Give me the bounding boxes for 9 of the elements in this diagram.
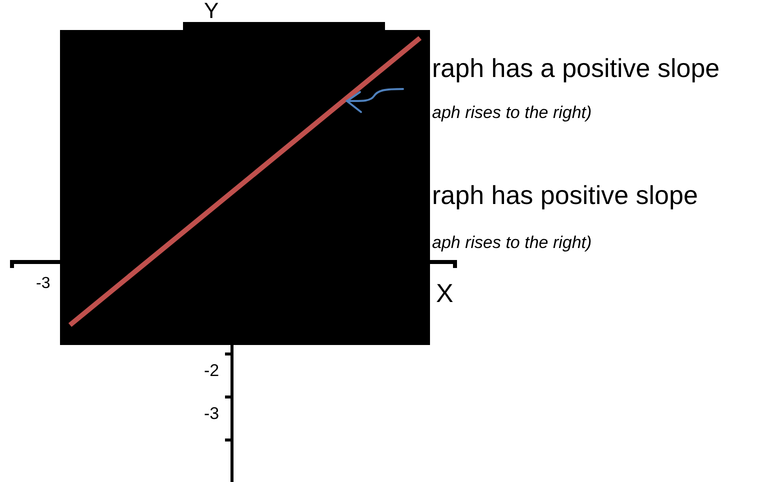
statement-text: raph has a positive slope: [432, 55, 720, 81]
axis-label: Y: [204, 0, 219, 22]
axis-label: -2: [204, 362, 220, 379]
axis-label: -3: [36, 276, 50, 292]
axis-label: -3: [204, 405, 220, 422]
statement-text: raph has positive slope: [432, 182, 698, 208]
note-text: aph rises to the right): [432, 234, 592, 251]
note-text: aph rises to the right): [432, 104, 592, 121]
axis-label: X: [436, 280, 454, 306]
